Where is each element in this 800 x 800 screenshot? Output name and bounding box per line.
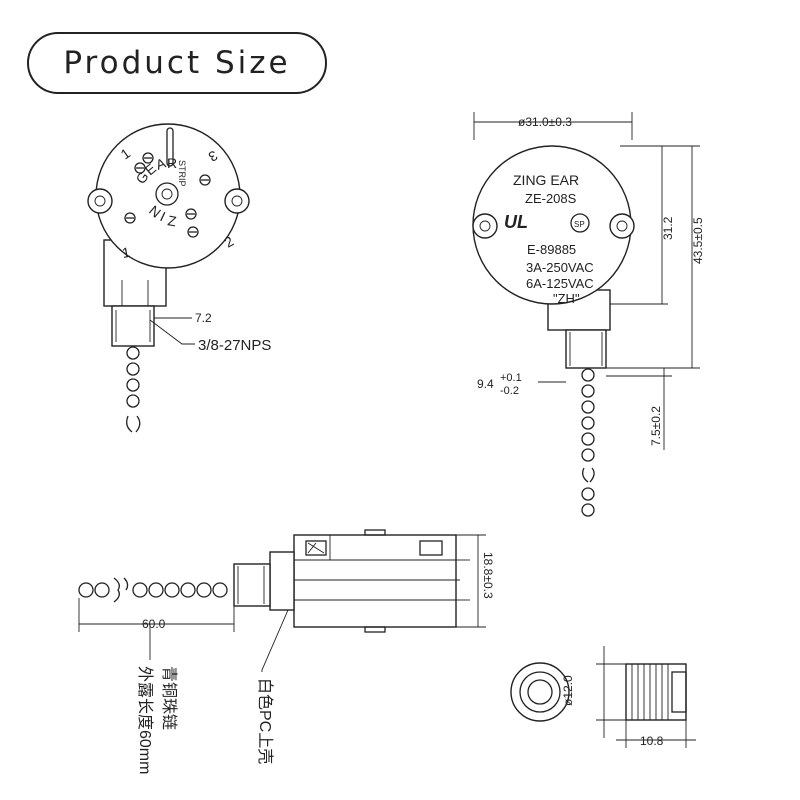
front-lug-right: [224, 188, 250, 214]
side-flange: [269, 551, 295, 611]
product-size-title: Product Size: [27, 32, 327, 94]
dim-18-8: 18.8±0.3: [481, 552, 495, 599]
thread-size-label: 3/8-27NPS: [198, 337, 271, 354]
strip-slot: [166, 127, 174, 167]
nut-views: ø12.0 10.8: [510, 646, 696, 748]
dim-7-2: 7.2: [195, 311, 212, 325]
side-view-switch: 18.8±0.3 60.0 青铜珠链 外露长度60mm 白色PC上壳: [78, 529, 495, 774]
brand-label: ZING EAR: [513, 172, 579, 188]
front-disc: [95, 123, 241, 269]
nut-front-hole: [527, 679, 553, 705]
front-pull-chain: [126, 346, 141, 433]
rear-view-switch: ø31.0±0.3 ZING EAR ZE-208S UL SP E-89885…: [472, 112, 705, 517]
side-slot-right: [419, 540, 443, 556]
label-shell-material: 白色PC上壳: [256, 678, 274, 764]
cert-label: E-89885: [527, 242, 576, 257]
niz-letter-i: I: [158, 208, 168, 224]
dim-60: 60.0: [142, 617, 166, 631]
tol-plus: +0.1: [500, 372, 522, 384]
model-label: ZE-208S: [525, 191, 577, 206]
dim-31-2: 31.2: [661, 216, 675, 240]
rear-threaded-neck: [565, 329, 607, 369]
pos-label-2: 2: [222, 233, 237, 251]
rating-250-label: 3A-250VAC: [526, 260, 594, 275]
side-pull-chain: [78, 577, 228, 603]
side-threaded-neck: [233, 563, 271, 607]
strip-label: STRIP: [177, 160, 187, 187]
dim-diameter-31: ø31.0±0.3: [518, 115, 572, 129]
gear-letter-r: R: [167, 155, 177, 171]
ul-mark-icon: UL: [504, 212, 528, 232]
label-chain-material: 青铜珠链: [160, 666, 178, 730]
niz-letter-z: Z: [166, 212, 178, 229]
front-threaded-neck: [111, 305, 155, 347]
dim-9-4: 9.4: [477, 377, 494, 391]
dim-43-5: 43.5±0.5: [691, 217, 705, 264]
code-label: "ZH": [553, 291, 580, 306]
side-housing: [293, 534, 457, 628]
rear-lug-right: [609, 213, 635, 239]
dim-7-5: 7.5±0.2: [649, 406, 663, 446]
rating-125-label: 6A-125VAC: [526, 276, 594, 291]
csa-mark-text: SP: [574, 220, 585, 229]
rear-lug-left: [472, 213, 498, 239]
front-view-switch: 1 3 2 1 STRIP G E A R N I Z 7.2 3/8-27NP…: [87, 123, 271, 433]
label-chain-length: 外露长度60mm: [136, 666, 154, 774]
side-slot-left: [305, 540, 327, 556]
csa-mark-icon: [570, 213, 590, 233]
front-lug-left: [87, 188, 113, 214]
pos-label-1-bottom: 1: [121, 244, 132, 261]
tol-minus: -0.2: [500, 385, 519, 397]
rear-pull-chain: [581, 368, 595, 517]
dim-nut-length: 10.8: [640, 734, 664, 748]
front-center-boss: [155, 182, 179, 206]
dim-nut-diameter: ø12.0: [561, 675, 575, 706]
